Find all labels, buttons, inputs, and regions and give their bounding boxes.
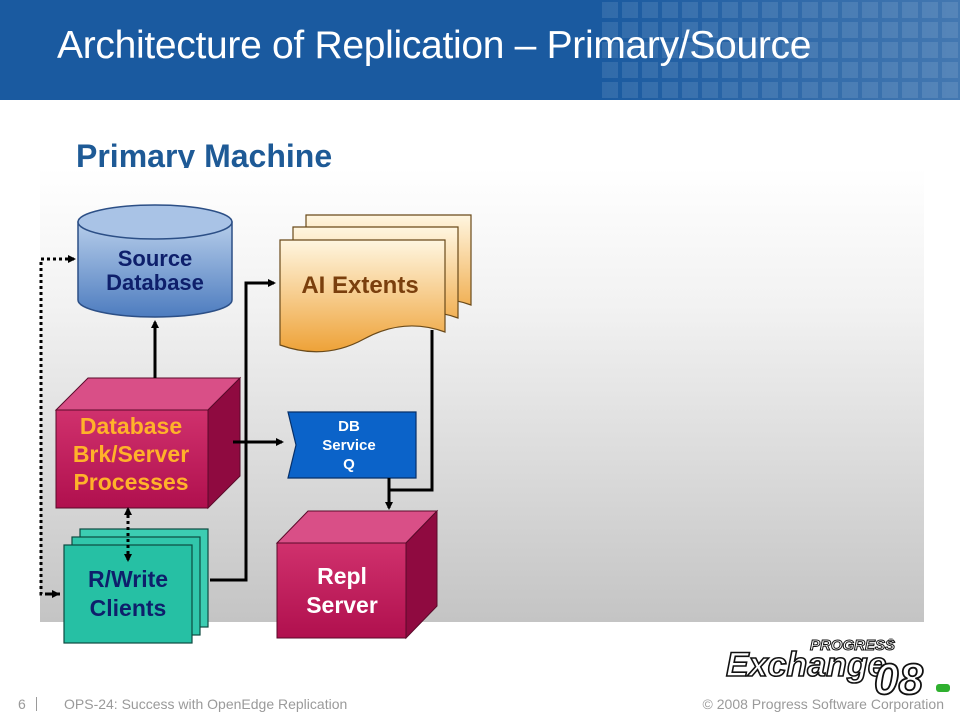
ai-extents-label: AI Extents: [301, 272, 418, 299]
copyright-label: © 2008 Progress Software Corporation: [702, 696, 944, 712]
ai-extents-to-repl-server-arrow: [385, 330, 434, 510]
clients-database-dotted-link: [39, 255, 76, 596]
logo-brand: PROGRESS: [810, 637, 895, 654]
progress-exchange-logo: PROGRESS ® Exchange 08: [725, 637, 950, 700]
logo-year: 08: [874, 655, 923, 700]
service-queue-label-1: DB: [338, 418, 360, 435]
logo-green-dot: [936, 684, 950, 692]
broker-processes-box: [54, 376, 242, 510]
source-database-icon: [77, 204, 233, 318]
ai-extents-icon: [279, 214, 472, 353]
logo-word: Exchange: [726, 646, 887, 684]
slide-header: Architecture of Replication – Primary/So…: [0, 0, 960, 100]
service-queue-label-3: Q: [343, 456, 355, 473]
source-database-label-2: Database: [106, 270, 204, 295]
footer-separator: [36, 697, 37, 711]
service-queue-shape: [287, 411, 417, 479]
page-number: 6: [18, 696, 26, 712]
clients-label-2: Clients: [90, 595, 167, 621]
clients-label-1: R/Write: [88, 566, 168, 592]
broker-label-2: Brk/Server: [73, 441, 189, 467]
service-queue-label-2: Service: [322, 437, 375, 454]
clients-stack: [63, 528, 209, 644]
logo-registered: ®: [888, 637, 894, 646]
clients-to-ai-extents-arrow: [210, 279, 276, 582]
header-grid-pattern: [600, 0, 960, 100]
broker-label-3: Processes: [73, 469, 188, 495]
source-database-label-1: Source: [118, 246, 193, 271]
repl-server-box: [275, 509, 439, 640]
session-label: OPS-24: Success with OpenEdge Replicatio…: [64, 696, 348, 712]
repl-server-label-1: Repl: [317, 563, 367, 589]
repl-server-label-2: Server: [306, 592, 378, 618]
broker-label-1: Database: [80, 413, 182, 439]
slide-title: Architecture of Replication – Primary/So…: [57, 24, 812, 67]
